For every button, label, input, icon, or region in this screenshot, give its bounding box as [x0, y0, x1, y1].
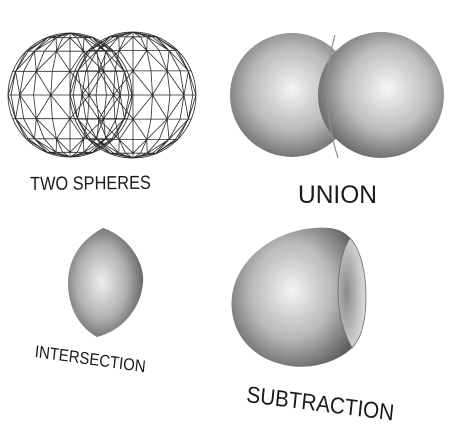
union-solid — [230, 32, 444, 158]
wire-sphere-right — [70, 32, 196, 158]
subtraction-shell — [232, 228, 352, 367]
union-right-sphere — [318, 32, 444, 158]
subtraction-solid — [232, 228, 366, 367]
caption-union: UNION — [298, 181, 377, 210]
caption-two-spheres: TWO SPHERES — [30, 173, 151, 196]
two-spheres-wireframe — [8, 32, 196, 158]
intersection-solid — [68, 228, 143, 337]
wire-sphere-right-mesh — [70, 32, 196, 158]
intersection-lens — [68, 228, 143, 337]
